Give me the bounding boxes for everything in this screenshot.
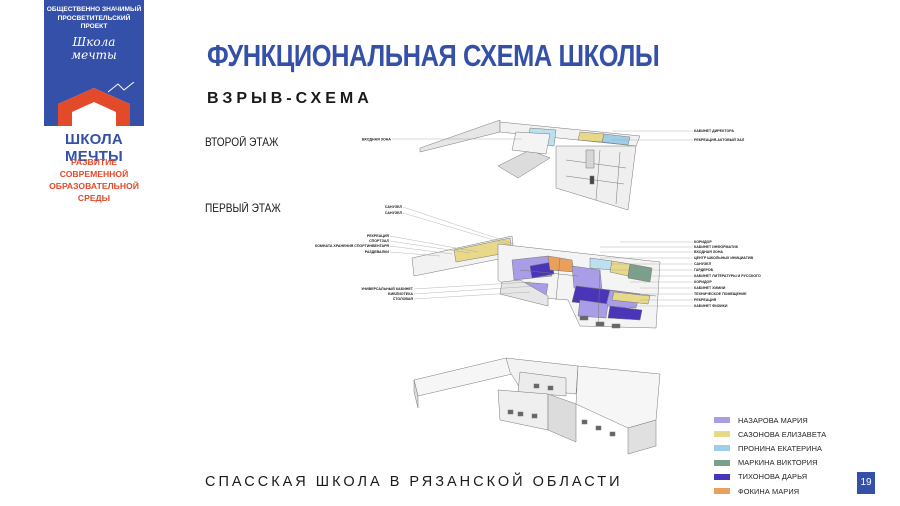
legend-swatch [714, 431, 730, 438]
legend-item: ФОКИНА МАРИЯ [714, 484, 826, 498]
legend-swatch [714, 488, 730, 495]
second-floor-wing-left [419, 119, 501, 153]
building-exterior-south-block [497, 389, 549, 431]
legend-swatch [714, 445, 730, 452]
label-universal-room: УНИВЕРСАЛЬНЫЙ КАБИНЕТ [361, 287, 414, 291]
second-floor-zone-blue2 [601, 133, 631, 146]
label-locker-rooms: РАЗДЕВАЛКИ [365, 250, 390, 254]
label-equipment-room: КОМНАТА ХРАНЕНИЯ СПОРТИНВЕНТАРЯ [315, 244, 390, 248]
label-recreation: РЕКРЕАЦИЯ [367, 234, 390, 238]
label-corridor-1: КОРИДОР [694, 240, 712, 244]
floor-label-first: ПЕРВЫЙ ЭТАЖ [205, 203, 281, 215]
badge-subtitle: РАЗВИТИЕ СОВРЕМЕННОЙ ОБРАЗОВАТЕЛЬНОЙ СРЕ… [49, 157, 139, 203]
legend-swatch [714, 459, 730, 466]
first-floor-zone-darkpurple1 [529, 261, 555, 279]
footer-caption: СПАССКАЯ ШКОЛА В РЯЗАНСКОЙ ОБЛАСТИ [205, 474, 623, 490]
label-assembly-hall: РЕКРЕАЦИЯ-АКТОВЫЙ ЗАЛ [694, 138, 745, 142]
legend-item: ТИХОНОВА ДАРЬЯ [714, 470, 826, 484]
legend-swatch [714, 417, 730, 424]
second-floor-slab [497, 149, 551, 179]
page-title: ФУНКЦИОНАЛЬНАЯ СХЕМА ШКОЛЫ [207, 38, 660, 73]
label-canteen: СТОЛОВАЯ [393, 297, 414, 301]
label-wc-3: САНУЗЕЛ [694, 262, 712, 266]
label-chemistry: КАБИНЕТ ХИМИИ [694, 286, 726, 290]
legend-item: МАРКИНА ВИКТОРИЯ [714, 456, 826, 470]
legend-item: НАЗАРОВА МАРИЯ [714, 413, 826, 427]
label-technical-room: ТЕХНИЧЕСКОЕ ПОМЕЩЕНИЕ [694, 292, 747, 296]
second-floor-east-wing [555, 145, 637, 211]
page-subtitle: ВЗРЫВ-СХЕМА [207, 90, 373, 107]
page-number: 19 [857, 472, 875, 494]
badge-title: ШКОЛА МЕЧТЫ [65, 131, 123, 165]
label-initiatives-center: ЦЕНТР ШКОЛЬНЫХ ИНИЦИАТИВ [694, 256, 753, 260]
legend-item: САЗОНОВА ЕЛИЗАВЕТА [714, 427, 826, 441]
second-floor-zone-yellow [577, 131, 605, 143]
badge-script-logo: Школа мечты [71, 35, 117, 62]
label-physics: КАБИНЕТ ФИЗИКИ [694, 304, 728, 308]
label-corridor-2: КОРИДОР [694, 280, 712, 284]
legend: НАЗАРОВА МАРИЯ САЗОНОВА ЕЛИЗАВЕТА ПРОНИН… [714, 413, 826, 498]
label-wc-1: САНУЗЕЛ [385, 205, 403, 209]
project-badge: ОБЩЕСТВЕННО ЗНАЧИМЫЙ ПРОСВЕТИТЕЛЬСКИЙ ПР… [44, 0, 144, 203]
badge-top-text: ОБЩЕСТВЕННО ЗНАЧИМЫЙ ПРОСВЕТИТЕЛЬСКИЙ ПР… [46, 6, 142, 30]
legend-swatch [714, 473, 730, 480]
label-gym: СПОРТЗАЛ [369, 239, 389, 243]
legend-item: ПРОНИНА ЕКАТЕРИНА [714, 441, 826, 455]
house-logo-icon [58, 82, 135, 126]
building-exterior-east-wing [575, 365, 661, 429]
label-recreation-2: РЕКРЕАЦИЯ [694, 298, 717, 302]
label-library: БИБЛИОТЕКА [388, 292, 413, 296]
label-informatics: КАБИНЕТ ИНФОРМАТИК [694, 245, 739, 249]
label-second-entrance: ВХОДНАЯ ЗОНА [362, 138, 391, 142]
building-exterior-west-wing [413, 357, 513, 397]
label-wardrobe: ГАРДЕРОБ [694, 268, 714, 272]
label-first-entrance: ВХОДНАЯ ЗОНА [694, 250, 723, 254]
floor-label-second: ВТОРОЙ ЭТАЖ [205, 137, 279, 149]
label-director-office: КАБИНЕТ ДИРЕКТОРА [694, 129, 734, 133]
label-literature-room: КАБИНЕТ ЛИТЕРАТУРЫ И РУССКОГО [694, 274, 761, 278]
label-wc-2: САНУЗЕЛ [385, 211, 403, 215]
